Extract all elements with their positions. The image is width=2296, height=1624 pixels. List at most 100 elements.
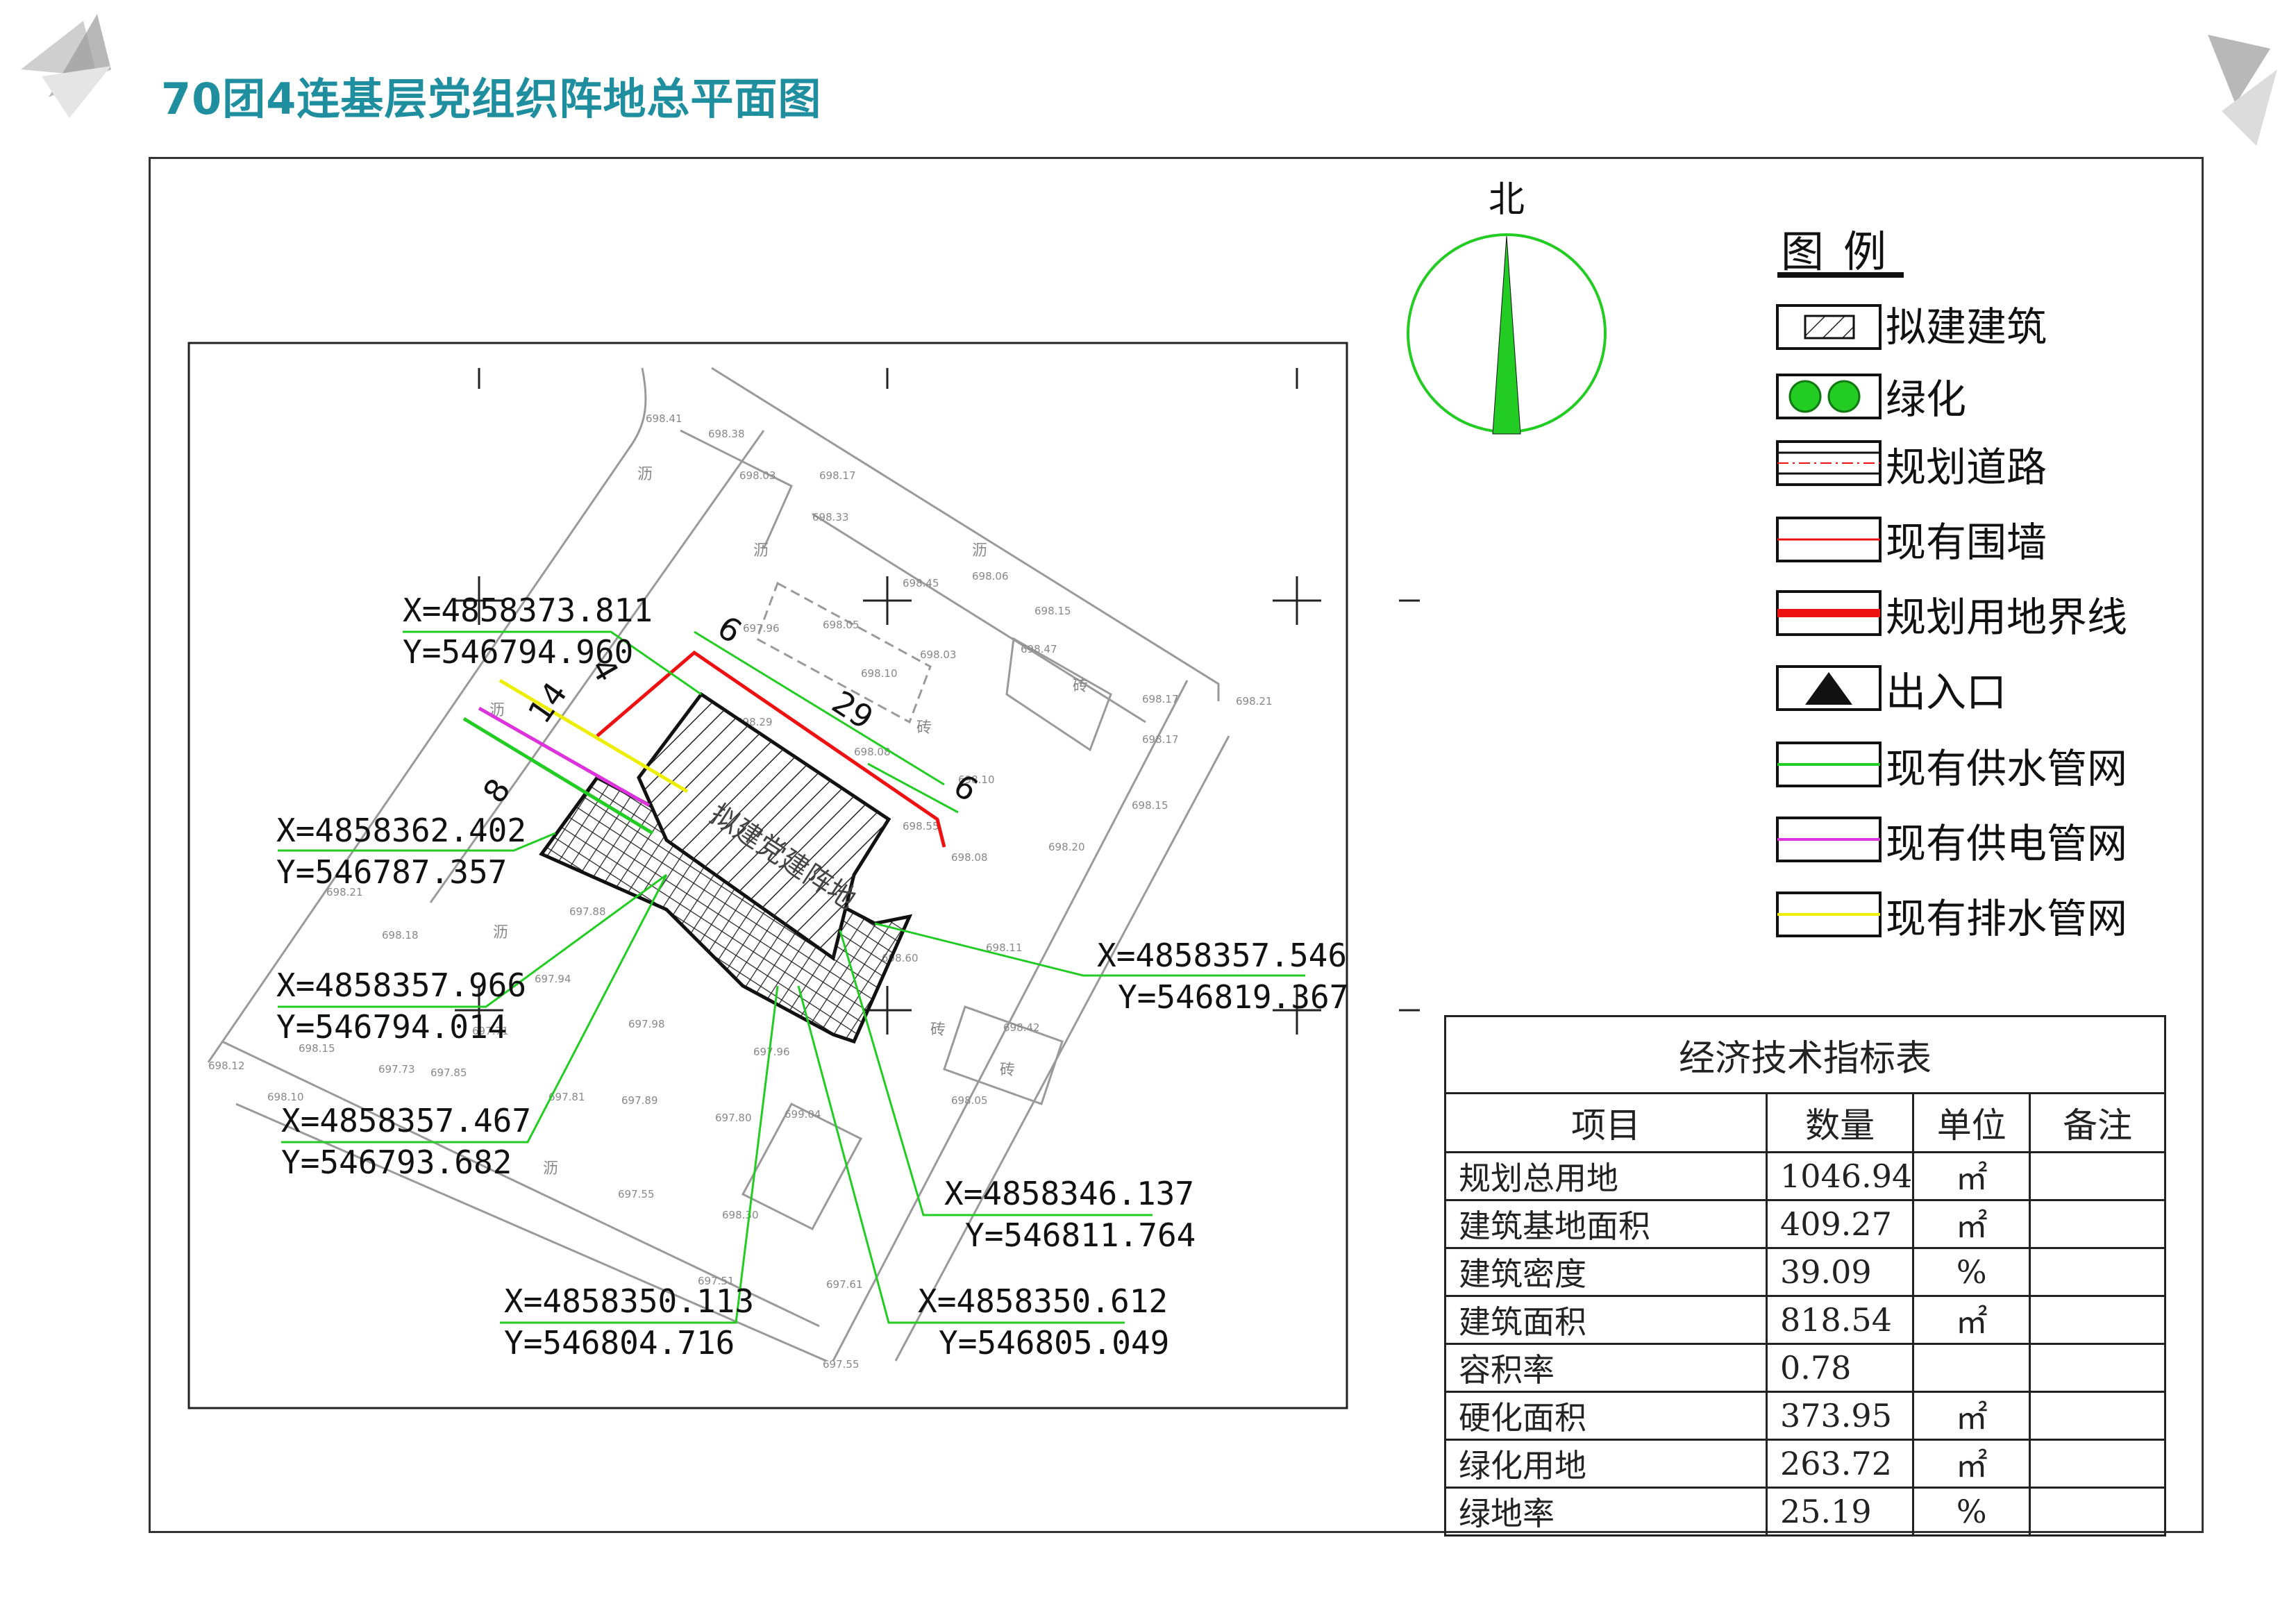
table-header-row: 项目 数量 单位 备注 [1444,1092,2166,1153]
tree-icon [1788,380,1822,413]
survey-point: 698.30 [722,1209,759,1221]
row-value: 0.78 [1765,1343,1915,1393]
corner-decorations [21,14,2277,146]
coordinate-x-label: X=4858357.966 [276,966,526,1004]
survey-point: 697.88 [569,905,606,918]
north-label: 北 [1489,179,1525,221]
row-value: 1046.94 [1765,1151,1915,1201]
survey-point: 698.11 [986,941,1023,954]
survey-point: 698.05 [823,619,860,631]
coordinate-y-label: Y=546805.049 [939,1324,1169,1362]
survey-point: 698.17 [1142,693,1179,705]
dimension-label: 29 [826,683,880,737]
survey-point: 698.03 [920,648,957,661]
survey-point: 698.55 [903,820,939,832]
header-value: 数量 [1765,1092,1915,1153]
row-value: 263.72 [1765,1439,1915,1489]
row-value: 409.27 [1765,1199,1915,1249]
coordinate-y-label: Y=546794.960 [403,633,633,671]
row-item: 规划总用地 [1444,1151,1768,1201]
survey-point: 698.41 [646,412,682,425]
survey-point: 698.10 [267,1091,304,1103]
grid-crosses [455,368,1420,1035]
coordinate-x-label: X=4858357.467 [281,1102,531,1139]
survey-point: 698.10 [958,773,995,786]
ground-mark: 沥 [972,542,987,560]
row-note [2029,1295,2166,1345]
survey-point: 698.15 [1132,799,1168,812]
row-note [2029,1247,2166,1297]
page-title: 70团4连基层党组织阵地总平面图 [161,74,822,124]
row-unit: ㎡ [1912,1151,2031,1201]
survey-point: 698.15 [1034,605,1071,617]
survey-point: 699.04 [785,1108,821,1121]
legend-label-road: 规划道路 [1886,444,2047,491]
survey-point: 698.21 [326,886,363,898]
row-item: 硬化面积 [1444,1391,1768,1441]
row-unit: ㎡ [1912,1199,2031,1249]
tree-icon [1827,380,1861,413]
coordinate-y-label: Y=546794.014 [276,1008,507,1046]
row-note [2029,1199,2166,1249]
row-unit: ㎡ [1912,1439,2031,1489]
survey-point: 698.20 [1048,841,1085,853]
survey-point: 697.96 [753,1046,790,1058]
legend-label-greenery: 绿化 [1886,376,1967,423]
coordinate-x-label: X=4858350.612 [918,1282,1168,1320]
row-unit: ㎡ [1912,1391,2031,1441]
survey-point: 697.55 [823,1358,860,1371]
row-note [2029,1439,2166,1489]
legend-label-boundary: 规划用地界线 [1886,594,2128,641]
power-pipe [478,706,651,807]
survey-point: 698.21 [1236,695,1273,708]
survey-point: 697.98 [628,1018,665,1030]
legend-symbols [1776,272,1904,937]
water-pipe [462,717,654,835]
right-corner-shape-2 [2222,69,2277,146]
header-unit: 单位 [1912,1092,2031,1153]
ground-mark: 沥 [493,924,508,941]
survey-point: 697.80 [715,1112,752,1124]
coordinate-y-label: Y=546787.357 [276,853,507,891]
survey-point: 697.55 [618,1188,655,1200]
row-value: 818.54 [1765,1295,1915,1345]
survey-point: 698.33 [812,511,849,524]
ground-mark: 沥 [637,466,653,483]
row-item: 建筑密度 [1444,1247,1768,1297]
survey-point: 698.03 [739,469,776,482]
dimension-label: 8 [476,771,518,810]
ground-mark: 砖 [1073,678,1088,695]
survey-point: 698.08 [854,746,891,758]
coordinate-y-label: Y=546804.716 [504,1324,735,1362]
coordinate-x-label: X=4858346.137 [944,1175,1194,1212]
ground-mark: 砖 [1000,1062,1015,1079]
survey-point: 698.17 [1142,733,1179,746]
row-item: 容积率 [1444,1343,1768,1393]
survey-point: 698.17 [819,469,856,482]
survey-point: 697.89 [621,1094,658,1107]
legend-label-entrance: 出入口 [1886,669,2007,716]
planned-boundary-line [596,650,946,848]
hatched-building-icon [1804,315,1855,340]
legend-title: 图例 [1781,226,1907,277]
survey-point: 698.15 [299,1042,335,1055]
survey-point: 698.38 [708,428,745,440]
coordinate-y-label: Y=546819.367 [1118,978,1348,1016]
legend-label-power: 现有供电管网 [1886,820,2128,867]
entrance-triangle-icon [1805,672,1852,705]
row-item: 建筑基地面积 [1444,1199,1768,1249]
ground-mark: 沥 [543,1160,558,1178]
row-value: 39.09 [1765,1247,1915,1297]
row-unit: % [1912,1247,2031,1297]
coordinate-x-label: X=4858350.113 [504,1282,754,1320]
coordinate-x-label: X=4858357.546 [1097,937,1347,974]
right-corner-shape [2208,35,2270,104]
survey-point: 698.06 [972,570,1009,583]
legend-label-building: 拟建建筑 [1886,303,2047,351]
proposed-building-hatch [639,694,889,958]
north-arrow-icon [1492,235,1521,435]
